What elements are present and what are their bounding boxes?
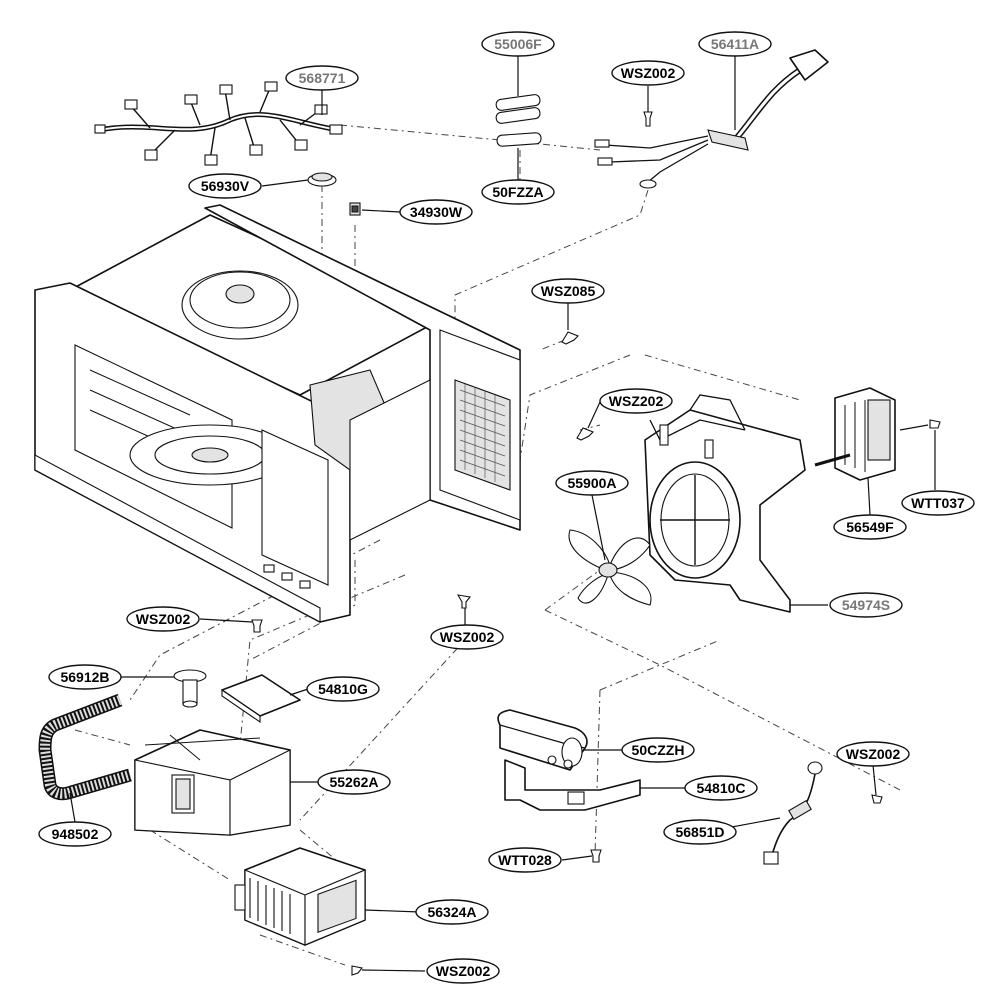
label-WSZ002-top: WSZ002 [611,60,685,86]
label-55262A: 55262A [317,769,391,795]
label-568771: 568771 [285,65,359,91]
label-56411A: 56411A [698,31,772,57]
label-WTT037: WTT037 [901,490,975,516]
diode-56851D [763,761,823,865]
svg-text:WTT037: WTT037 [911,495,965,511]
screw-WSZ202 [576,427,594,441]
label-56851D: 56851D [663,819,737,845]
fan-duct-54974S [644,394,806,613]
svg-text:54810G: 54810G [318,681,368,697]
screw-WTT037 [929,419,941,429]
label-WSZ002-right: WSZ002 [836,741,910,767]
label-56930V: 56930V [188,173,262,199]
label-WSZ002-bottom: WSZ002 [426,958,500,984]
svg-text:55262A: 55262A [329,774,378,790]
screw-WTT028 [590,849,602,863]
svg-text:WSZ002: WSZ002 [440,629,495,645]
label-56549F: 56549F [833,514,907,540]
svg-text:WSZ085: WSZ085 [541,283,596,299]
svg-text:56411A: 56411A [711,36,759,52]
label-55900A: 55900A [555,470,629,496]
svg-text:34930W: 34930W [410,204,463,220]
screw-WSZ085 [561,331,579,345]
capacitor-50CZZH [497,709,588,771]
screw-WSZ002-top [643,111,653,127]
vent-grille [454,379,511,491]
shield-plate-54810G [221,674,301,724]
svg-text:50FZZA: 50FZZA [492,184,543,200]
label-56324A: 56324A [415,899,489,925]
magnetron-56324A [234,847,366,946]
switch-34930W [349,202,361,216]
label-34930W: 34930W [399,199,473,225]
screw-WSZ002-right [871,794,883,804]
svg-text:54974S: 54974S [842,597,890,613]
svg-text:WSZ002: WSZ002 [136,611,191,627]
svg-text:WSZ002: WSZ002 [436,963,491,979]
label-WSZ002-left: WSZ002 [126,606,200,632]
label-WSZ202: WSZ202 [599,388,673,414]
svg-text:54810C: 54810C [696,780,745,796]
transformer-bracket-55262A [134,729,291,836]
svg-text:WTT028: WTT028 [498,852,552,868]
fuse-50FZZA [496,132,542,147]
part-labels: 55006F 568771 56411A WSZ002 56930V 34930… [38,31,975,984]
fan-motor-56549F [814,387,929,481]
label-WTT028: WTT028 [488,847,562,873]
screw-WSZ002-bottom [351,965,363,976]
label-56912B: 56912B [48,664,122,690]
capacitor-bracket-54810C [504,759,641,811]
svg-text:56549F: 56549F [846,519,894,535]
svg-text:55900A: 55900A [567,475,616,491]
label-WSZ002-mid: WSZ002 [430,624,504,650]
label-54974S: 54974S [829,592,903,618]
label-50FZZA: 50FZZA [481,179,555,205]
svg-text:56851D: 56851D [675,824,724,840]
svg-text:55006F: 55006F [494,36,542,52]
power-cord-56411A [594,49,829,189]
svg-text:WSZ002: WSZ002 [621,65,676,81]
wire-harness-568771 [94,81,343,166]
svg-text:56324A: 56324A [427,904,476,920]
svg-text:56912B: 56912B [60,669,109,685]
label-WSZ085: WSZ085 [531,278,605,304]
screw-WSZ002-mid [456,594,472,609]
label-55006F: 55006F [481,31,555,57]
svg-text:50CZZH: 50CZZH [632,742,685,758]
label-50CZZH: 50CZZH [621,737,695,763]
svg-text:WSZ202: WSZ202 [609,393,664,409]
fuse-55006F [495,94,541,124]
door-gasket-948502 [38,693,132,801]
screw-WSZ002-left [251,619,263,633]
svg-text:948502: 948502 [52,826,99,842]
svg-text:56930V: 56930V [201,178,250,194]
fan-blade-55900A [568,529,652,606]
svg-text:WSZ002: WSZ002 [846,746,901,762]
thermal-cutout-56912B [173,669,207,708]
thermostat-56930V [307,172,337,187]
label-54810G: 54810G [306,676,380,702]
oven-cavity-chassis [34,204,521,623]
label-948502: 948502 [38,821,112,847]
svg-text:568771: 568771 [299,70,346,86]
label-54810C: 54810C [684,775,758,801]
